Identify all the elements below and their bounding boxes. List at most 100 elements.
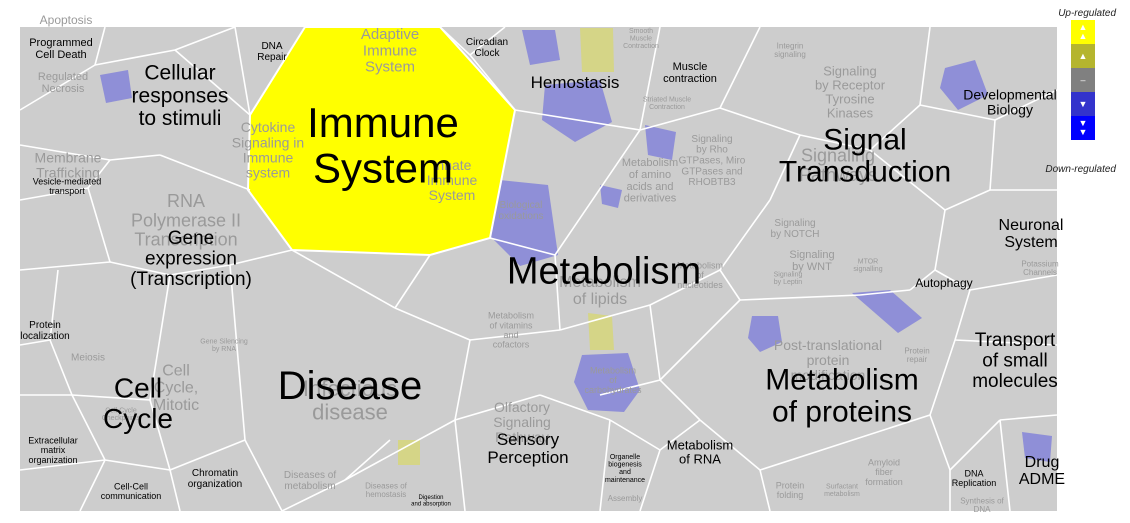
cell-border-84 <box>759 414 931 471</box>
cell-border-34 <box>454 339 471 421</box>
sublabel-8-line-0: Cell <box>162 362 190 379</box>
cell-border-3 <box>174 49 251 116</box>
cell-border-81 <box>659 299 741 381</box>
pathway-label-13-line-1: ADME <box>1019 471 1065 488</box>
sublabel-18-line-2: carbohydrates <box>584 385 642 395</box>
pathway-label-2[interactable]: Disease <box>278 364 423 408</box>
sublabel-17-line-0: Metabolism <box>488 311 534 321</box>
sublabel-16-line-1: oxidations <box>498 211 543 222</box>
legend-down-label: Down-regulated <box>1045 164 1116 175</box>
pathway-label-19-line-1: Cell Death <box>35 49 86 61</box>
sublabel-22-line-1: metabolism <box>284 481 335 492</box>
sublabel-18-line-1: of <box>609 375 617 385</box>
sublabel-34-line-1: Checkpoints <box>102 415 141 422</box>
sublabel-13-line-0: Signaling <box>789 249 834 261</box>
cell-border-22 <box>79 459 106 512</box>
sublabel-21-line-1: Signaling <box>493 414 551 430</box>
pathway-label-10-line-2: molecules <box>972 371 1058 392</box>
patch-transport <box>852 290 922 333</box>
pathway-label-8[interactable]: Hemostasis <box>531 73 620 92</box>
patch-cellular-responses <box>100 70 132 103</box>
pathway-label-22-line-1: matrix <box>41 445 66 455</box>
pathway-label-9-line-0: Sensory <box>497 430 560 449</box>
cell-border-39 <box>454 394 541 421</box>
sublabel-9-line-3: Kinases <box>827 106 874 121</box>
pathway-label-15[interactable]: Autophagy <box>915 276 972 290</box>
sublabel-27-line-0: Striated Muscle <box>643 97 691 104</box>
cell-border-57 <box>934 209 946 271</box>
sublabel-0: Apoptosis <box>40 13 93 27</box>
sublabel-23-line-0: Meiosis <box>71 353 105 364</box>
patch-amino-acids-2 <box>600 185 622 208</box>
pathway-label-17-line-1: Clock <box>474 48 500 59</box>
cell-border-53 <box>989 119 996 191</box>
sublabel-19-line-1: of <box>696 270 704 280</box>
sublabel-10-line-0: Signaling <box>801 146 875 166</box>
sublabel-1-line-0: Regulated <box>38 71 88 83</box>
cell-border-83 <box>699 419 761 471</box>
sublabel-14-line-0: Metabolism <box>559 274 641 291</box>
pathway-label-23-line-0: Cell-Cell <box>114 481 148 491</box>
sublabel-19-line-0: Metabolism <box>677 260 723 270</box>
sublabel-33-line-0: Gene Silencing <box>200 339 248 346</box>
sublabel-22-line-0: Diseases of <box>284 470 336 481</box>
sublabel-30-line-1: DNA <box>974 505 992 514</box>
pathway-label-3-line-1: Transduction <box>779 156 951 189</box>
sublabel-31: Assembly <box>608 494 643 503</box>
legend-step-0: ▲▲ <box>1071 20 1095 44</box>
cell-border-29 <box>244 439 283 512</box>
pathway-label-15-line-0: Autophagy <box>915 276 972 290</box>
sublabel-25-line-0: Amyloid <box>868 457 900 467</box>
sublabel-12-line-0: Signaling <box>774 218 815 229</box>
sublabel-23: Meiosis <box>71 353 105 364</box>
cell-border-65 <box>949 419 1001 471</box>
cell-border-91 <box>599 379 661 396</box>
sublabel-21-line-2: Pathway <box>495 429 549 445</box>
patch-post-translational <box>748 316 782 352</box>
patch-diseases-yellow <box>398 440 420 465</box>
cell-border-18 <box>49 339 73 396</box>
pathway-label-24-line-0: Chromatin <box>192 468 238 479</box>
pathway-label-25-line-0: DNA <box>964 468 983 478</box>
pathway-label-11-line-0: Neuronal <box>999 217 1064 234</box>
pathway-label-16-line-0: Muscle <box>673 61 708 73</box>
cell-border-49 <box>869 104 921 151</box>
pathway-label-1[interactable]: Metabolism <box>507 250 701 292</box>
legend-step-4-symbol-1: ▼ <box>1078 127 1088 137</box>
sublabel-3-line-2: System <box>365 58 415 75</box>
cell-border-17 <box>49 269 59 341</box>
legend-step-3: ▼ <box>1071 92 1095 116</box>
